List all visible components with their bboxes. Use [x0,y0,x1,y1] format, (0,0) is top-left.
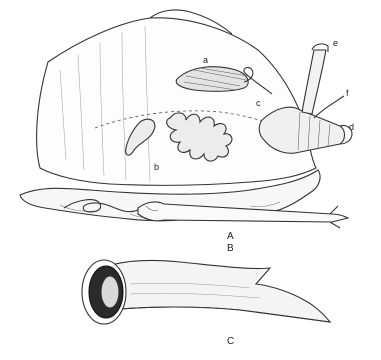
organ-c-proboscis [259,107,344,153]
label-b: b [154,162,159,172]
panel-a-drawing [20,10,352,221]
label-c: c [256,98,261,108]
caption-b: B [227,243,234,254]
label-d: d [349,122,354,132]
rolled-tooth-body [96,260,330,322]
organ-f-stalk [314,96,344,118]
label-a: a [203,55,208,65]
tube-opening-lumen [101,276,119,308]
caption-a: A [227,231,234,242]
caption-c: C [227,336,234,347]
shell-body [37,18,316,186]
label-f: f [346,88,349,98]
label-e: e [333,38,338,48]
panel-c-drawing [82,260,330,324]
organ-e-tube [302,50,326,114]
